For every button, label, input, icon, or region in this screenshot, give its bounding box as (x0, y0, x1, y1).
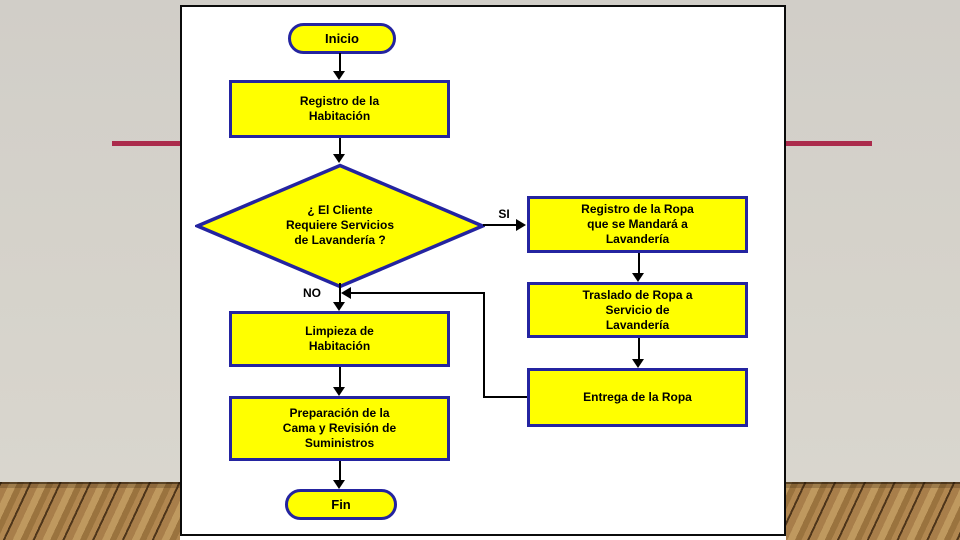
node-text-line: ¿ El Cliente (307, 203, 373, 217)
node-registro-habitacion: Registro de la Habitación (229, 80, 450, 138)
node-limpieza-habitacion: Limpieza de Habitación (229, 311, 450, 367)
arrowhead-down-icon (333, 154, 345, 163)
node-text-line: Registro de la (299, 94, 380, 108)
connector-line (339, 53, 341, 73)
node-inicio: Inicio (288, 23, 396, 54)
arrowhead-right-icon (516, 219, 526, 231)
node-text-line: Traslado de Ropa a (582, 287, 693, 302)
connector-line (483, 224, 517, 226)
node-text-line: Registro de la Ropa (581, 202, 694, 216)
node-text-line: Preparación de la (289, 406, 390, 420)
connector-line (339, 138, 341, 155)
edge-label-no: NO (303, 286, 321, 300)
node-registro-ropa: Registro de la Ropa que se Mandará a Lav… (527, 196, 748, 253)
node-text-line: Limpieza de (305, 324, 374, 338)
arrowhead-left-icon (341, 287, 351, 299)
arrowhead-down-icon (333, 387, 345, 396)
connector-line (339, 283, 341, 302)
node-text-line: Habitación (308, 339, 371, 353)
node-text-line: Suministros (304, 436, 375, 450)
node-fin-label: Fin (331, 497, 351, 512)
arrowhead-down-icon (333, 302, 345, 311)
node-text-line: Requiere Servicios (285, 218, 395, 232)
connector-line (351, 292, 485, 294)
connector-line (638, 253, 640, 274)
node-entrega-ropa: Entrega de la Ropa (527, 368, 748, 427)
node-text-line: Entrega de la Ropa (583, 390, 692, 404)
node-text-line: Lavandería (605, 232, 670, 246)
connector-line (638, 338, 640, 360)
edge-label-si: SI (498, 207, 510, 221)
node-fin: Fin (285, 489, 397, 520)
flowchart-canvas: Inicio Registro de la Habitación ¿ El Cl… (180, 5, 786, 536)
node-text-line: Lavandería (605, 317, 670, 332)
node-traslado-ropa: Traslado de Ropa a Servicio de Lavanderí… (527, 282, 748, 338)
node-text-line: Cama y Revisión de (282, 421, 397, 435)
connector-line (483, 396, 527, 398)
connector-line (483, 292, 485, 398)
node-preparacion-cama: Preparación de la Cama y Revisión de Sum… (229, 396, 450, 461)
arrowhead-down-icon (333, 71, 345, 80)
node-text-line: Servicio de (605, 302, 670, 317)
node-text-line: de Lavandería ? (294, 233, 386, 247)
arrowhead-down-icon (632, 273, 644, 282)
connector-line (339, 367, 341, 387)
canvas-bottom-margin (180, 536, 786, 540)
node-text-line: Habitación (308, 109, 371, 123)
node-inicio-label: Inicio (325, 31, 359, 46)
arrowhead-down-icon (632, 359, 644, 368)
arrowhead-down-icon (333, 480, 345, 489)
node-text-line: que se Mandará a (587, 217, 688, 231)
node-decision-lavanderia: ¿ El Cliente Requiere Servicios de Lavan… (220, 203, 460, 248)
connector-line (339, 461, 341, 480)
